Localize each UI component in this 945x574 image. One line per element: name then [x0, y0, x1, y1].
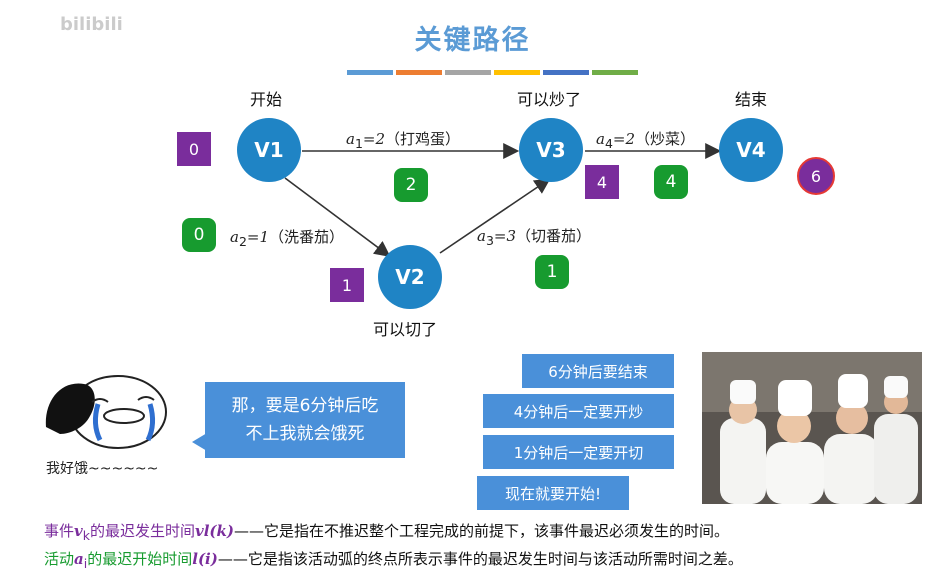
- chef-figure: [720, 380, 766, 504]
- v4-caption: 结束: [735, 90, 768, 109]
- bubble-body: 那，要是6分钟后吃 不上我就会饿死: [205, 382, 405, 458]
- event-var-sub: k: [82, 528, 90, 543]
- v3-caption: 可以炒了: [517, 90, 582, 109]
- bubble-line-1: 那，要是6分钟后吃: [231, 396, 379, 416]
- event-rest: ——它是指在不推迟整个工程完成的前提下，该事件最迟必须发生的时间。: [234, 522, 730, 540]
- chefs-photo: [702, 352, 922, 504]
- activity-mid: 的最迟开始时间: [87, 550, 193, 568]
- v2-caption: 可以切了: [373, 320, 438, 339]
- edge-a2-task: （洗番茄）: [269, 228, 345, 246]
- a4-latest-badge: 4: [654, 165, 688, 199]
- v4-time-badge: 6: [797, 157, 835, 195]
- stripe-segment: [592, 70, 638, 75]
- edge-a3-label: a3=3（切番茄）: [477, 225, 591, 248]
- edge-a4-task: （炒菜）: [635, 130, 696, 148]
- v3-time-badge: 4: [585, 165, 619, 199]
- edge-a1-label: a1=2（打鸡蛋）: [346, 128, 460, 151]
- schedule-item-4: 现在就要开始!: [477, 476, 629, 510]
- v1-caption: 开始: [250, 90, 283, 109]
- event-definition: 事件vk的最迟发生时间vl(k)——它是指在不推迟整个工程完成的前提下，该事件最…: [44, 520, 729, 543]
- node-v4: V4: [719, 118, 783, 182]
- schedule-item-3: 1分钟后一定要开切: [483, 435, 674, 469]
- v2-time-badge: 1: [330, 268, 364, 302]
- event-var: v: [74, 522, 83, 540]
- a3-latest-badge: 1: [535, 255, 569, 289]
- bubble-tail: [192, 430, 212, 454]
- page-title: 关键路径: [414, 25, 531, 56]
- v1-time-badge: 0: [177, 132, 211, 166]
- a2-latest-badge: 0: [182, 218, 216, 252]
- edge-a2-label: a2=1（洗番茄）: [230, 226, 344, 249]
- bubble-line-2: 不上我就会饿死: [245, 424, 365, 444]
- speech-bubble: 那，要是6分钟后吃 不上我就会饿死: [205, 382, 405, 458]
- edge-a2-sub: 2: [238, 234, 247, 249]
- node-v2: V2: [378, 245, 442, 309]
- edge-a2-value: =1: [246, 228, 270, 246]
- activity-rest: ——它是指该活动弧的终点所表示事件的最迟发生时间与该活动所需时间之差。: [217, 550, 743, 568]
- edge-a1-value: =2: [362, 130, 386, 148]
- edge-a2-name: a: [230, 228, 239, 246]
- event-fn: vl(k): [195, 522, 235, 540]
- chef-figure: [874, 376, 918, 504]
- edge-a4-sub: 4: [604, 136, 613, 151]
- edge-a3-sub: 3: [485, 233, 494, 248]
- node-v3: V3: [519, 118, 583, 182]
- edge-a1-name: a: [346, 130, 355, 148]
- edge-a3-task: （切番茄）: [516, 227, 592, 245]
- activity-var: a: [74, 550, 84, 568]
- event-mid: 的最迟发生时间: [89, 522, 195, 540]
- activity-prefix: 活动: [44, 550, 75, 568]
- activity-fn: l(i): [192, 550, 218, 568]
- chef-figure: [766, 380, 824, 504]
- event-prefix: 事件: [44, 522, 75, 540]
- edge-a3-name: a: [477, 227, 486, 245]
- bilibili-watermark: bilibili: [60, 14, 123, 35]
- stripe-segment: [494, 70, 540, 75]
- edge-a2-line: [284, 177, 391, 257]
- edge-a3-value: =3: [493, 227, 517, 245]
- stripe-segment: [347, 70, 393, 75]
- stripe-segment: [445, 70, 491, 75]
- color-stripe: [347, 70, 638, 75]
- edge-a1-sub: 1: [354, 136, 363, 151]
- activity-definition: 活动ai的最迟开始时间l(i)——它是指该活动弧的终点所表示事件的最迟发生时间与…: [44, 548, 743, 571]
- emoji-caption: 我好饿~~~~~~: [46, 461, 159, 477]
- schedule-item-2: 4分钟后一定要开炒: [483, 394, 674, 428]
- edge-a1-task: （打鸡蛋）: [385, 130, 461, 148]
- edge-a4-name: a: [596, 130, 605, 148]
- edge-a4-label: a4=2（炒菜）: [596, 128, 695, 151]
- a1-latest-badge: 2: [394, 168, 428, 202]
- edge-a4-value: =2: [612, 130, 636, 148]
- edge-a3-line: [439, 178, 551, 254]
- chef-figure: [824, 374, 878, 504]
- node-v1: V1: [237, 118, 301, 182]
- crying-emoji: [45, 375, 167, 449]
- activity-var-sub: i: [83, 556, 88, 571]
- schedule-item-1: 6分钟后要结束: [522, 354, 674, 388]
- stripe-segment: [543, 70, 589, 75]
- stripe-segment: [396, 70, 442, 75]
